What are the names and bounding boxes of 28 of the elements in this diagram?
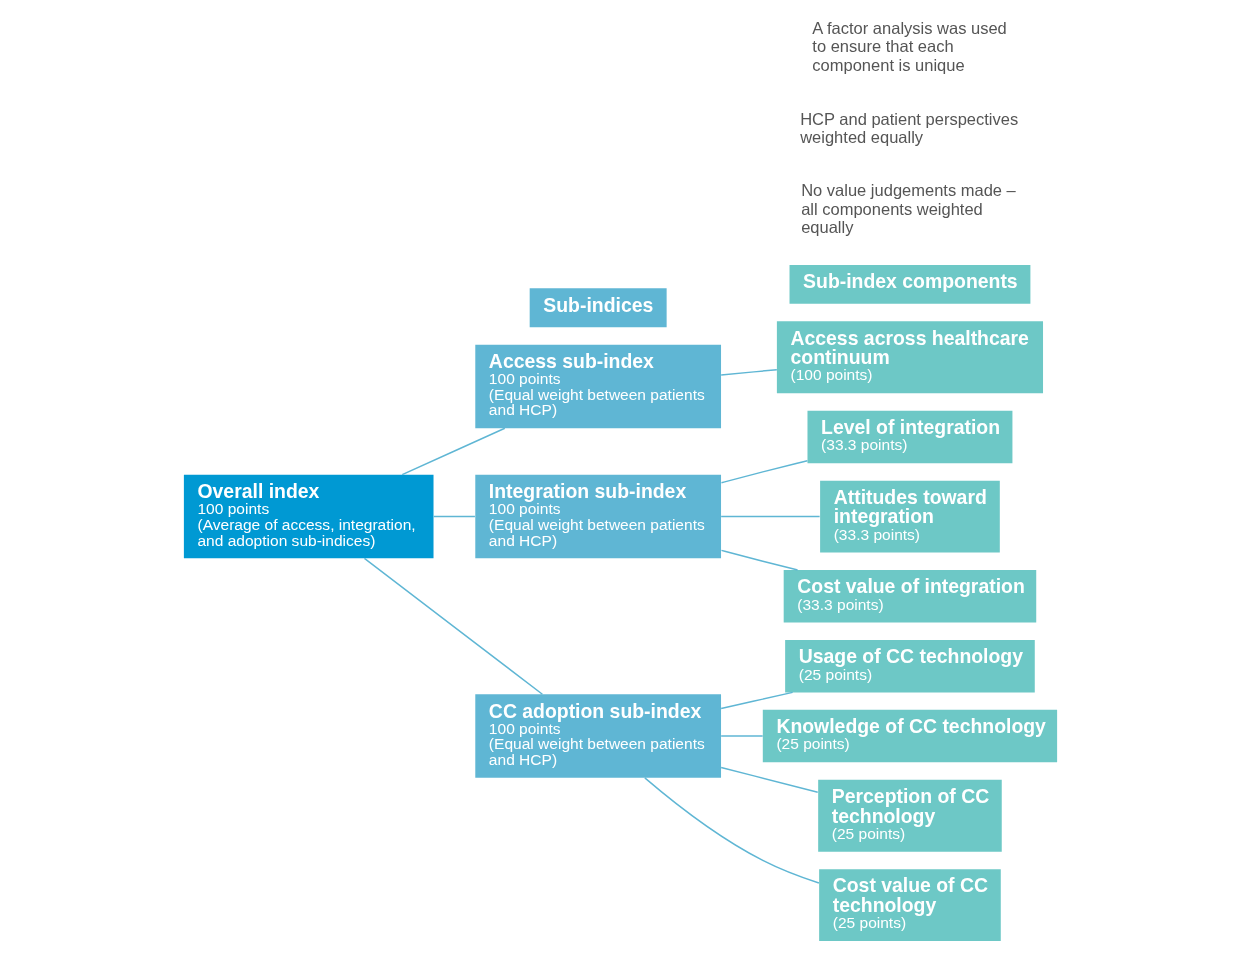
node-box: Attitudes toward integration (33.3 points) bbox=[819, 480, 1000, 553]
label: HCP and patient perspectives weighted equally bbox=[799, 109, 1018, 147]
connector bbox=[401, 427, 506, 476]
connector bbox=[719, 766, 818, 793]
node-box: Integration sub-index 100 points (Equal weight between patients and HCP) bbox=[474, 474, 721, 559]
node-box: Sub-index components bbox=[789, 265, 1030, 304]
label: No value judgements made – all components weighted equally bbox=[800, 181, 1016, 237]
connector bbox=[719, 691, 793, 710]
connector bbox=[643, 777, 820, 884]
node-box: Sub-indices bbox=[529, 288, 667, 328]
connector bbox=[720, 549, 798, 571]
node-box: Knowledge of CC technology (25 points) bbox=[762, 709, 1057, 763]
connector bbox=[720, 460, 808, 484]
label: A factor analysis was used to ensure that each component is unique bbox=[811, 18, 1007, 74]
node-box: Level of integration (33.3 points) bbox=[807, 410, 1012, 464]
node-box: Access sub-index 100 points (Equal weight between patients and HCP) bbox=[474, 344, 721, 429]
node-box: CC adoption sub-index 100 points (Equal weight between patients and HCP) bbox=[474, 694, 721, 778]
node-box: Perception of CC technology (25 points) bbox=[817, 779, 1002, 852]
node-box: Cost value of integration (33.3 points) bbox=[783, 570, 1036, 623]
connector bbox=[432, 515, 476, 518]
connector bbox=[719, 515, 820, 518]
node-box: Access across healthcare continuum (100 points) bbox=[776, 321, 1043, 394]
node-box: Usage of CC technology (25 points) bbox=[784, 639, 1035, 693]
node-box: Overall index 100 points (Average of access, integration, and adoption sub-indices) bbox=[183, 474, 433, 559]
connector bbox=[719, 735, 763, 737]
connector bbox=[719, 368, 778, 376]
node-box: Cost value of CC technology (25 points) bbox=[818, 869, 1001, 942]
connector bbox=[363, 557, 543, 695]
